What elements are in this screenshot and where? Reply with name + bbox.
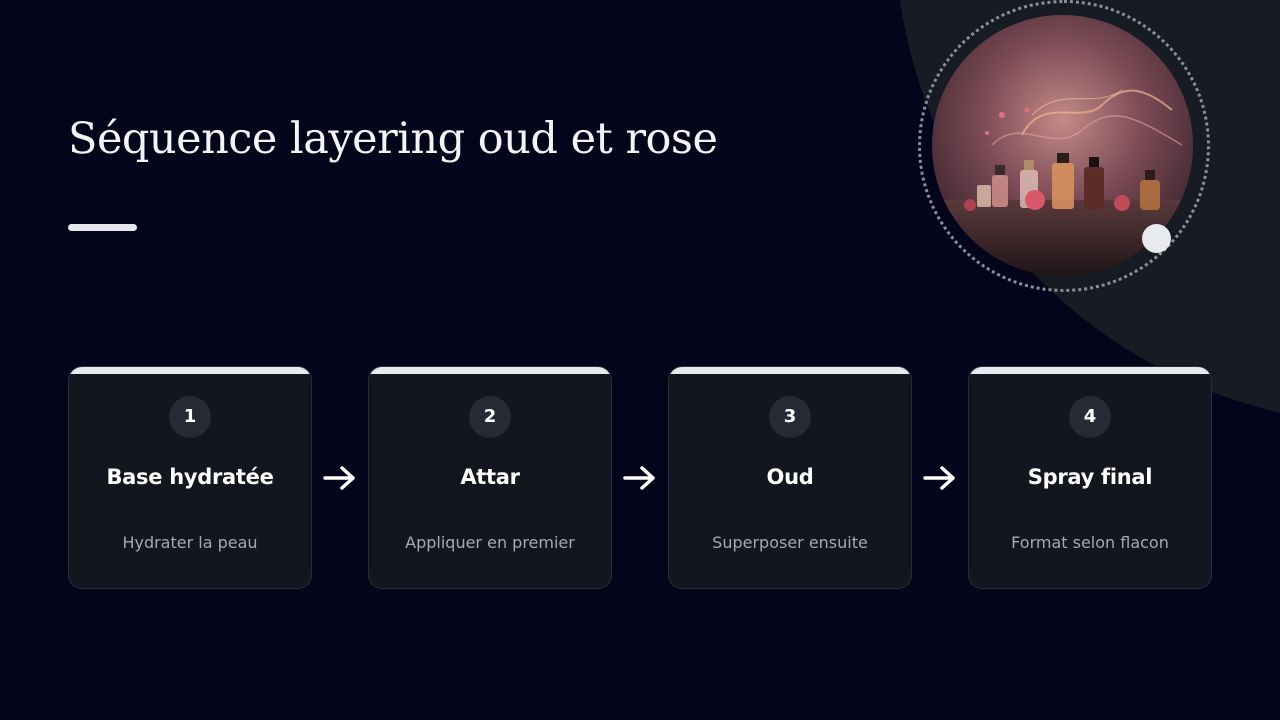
step-description: Superposer ensuite bbox=[712, 533, 868, 552]
step-title: Spray final bbox=[1027, 465, 1153, 489]
step-number-badge: 2 bbox=[469, 396, 511, 438]
step-card-1: 1 Base hydratée Hydrater la peau bbox=[68, 366, 312, 589]
card-accent-bar bbox=[669, 367, 911, 374]
arrow-right-icon bbox=[923, 466, 955, 490]
step-title: Base hydratée bbox=[106, 465, 274, 489]
dotted-orbit-ring bbox=[918, 0, 1210, 292]
step-number-badge: 4 bbox=[1069, 396, 1111, 438]
step-description: Hydrater la peau bbox=[122, 533, 258, 552]
card-accent-bar bbox=[969, 367, 1211, 374]
step-description: Appliquer en premier bbox=[405, 533, 575, 552]
card-accent-bar bbox=[69, 367, 311, 374]
arrow-right-icon bbox=[323, 466, 355, 490]
step-card-3: 3 Oud Superposer ensuite bbox=[668, 366, 912, 589]
card-accent-bar bbox=[369, 367, 611, 374]
arrow-right-icon bbox=[623, 466, 655, 490]
step-title: Oud bbox=[766, 465, 814, 489]
page-title: Séquence layering oud et rose bbox=[68, 114, 718, 164]
step-number-badge: 3 bbox=[769, 396, 811, 438]
title-underline bbox=[68, 224, 137, 231]
orbit-indicator-dot bbox=[1142, 224, 1171, 253]
step-title: Attar bbox=[460, 465, 520, 489]
step-card-2: 2 Attar Appliquer en premier bbox=[368, 366, 612, 589]
step-number-badge: 1 bbox=[169, 396, 211, 438]
step-card-4: 4 Spray final Format selon flacon bbox=[968, 366, 1212, 589]
step-description: Format selon flacon bbox=[1011, 533, 1169, 552]
